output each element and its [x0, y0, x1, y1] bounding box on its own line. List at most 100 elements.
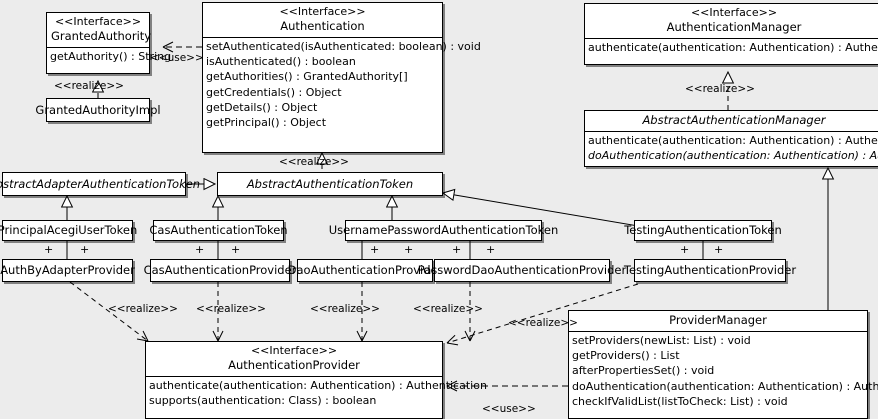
stereotype-label: <<Interface>> [250, 344, 338, 357]
edge-label-realize-testing-provider: <<realize>> [508, 317, 578, 329]
member-row: doAuthentication(authentication: Authent… [572, 379, 878, 393]
class-name-label: GrantedAuthority [51, 29, 152, 43]
class-granted-authority-impl[interactable]: GrantedAuthorityImpl [35, 98, 161, 122]
member-row: doAuthentication(authentication: Authent… [588, 149, 878, 163]
class-password-dao-authentication-provider[interactable]: PasswordDaoAuthenticationProvider [418, 259, 626, 282]
class-authentication[interactable]: <<Interface>> Authentication setAuthenti… [202, 2, 481, 153]
class-abstract-authentication-token[interactable]: AbstractAuthenticationToken [217, 172, 443, 196]
class-name-label: AuthenticationManager [666, 20, 802, 34]
member-row: authenticate(authentication: Authenticat… [149, 379, 487, 392]
member-row: setAuthenticated(isAuthenticated: boolea… [206, 40, 481, 53]
class-cas-authentication-provider[interactable]: CasAuthenticationProvider [144, 259, 297, 282]
class-provider-manager[interactable]: ProviderManager setProviders(newList: Li… [568, 310, 878, 419]
class-name-label: ProviderManager [669, 313, 767, 327]
class-name-label: AuthByAdapterProvider [0, 263, 135, 277]
member-row: checkIfValidList(listToCheck: List) : vo… [572, 394, 788, 408]
class-name-label: AbstractAdapterAuthenticationToken [0, 176, 201, 191]
class-header: AuthByAdapterProvider [0, 260, 135, 281]
stereotype-label: <<Interface>> [54, 15, 142, 28]
class-header: CasAuthenticationToken [149, 221, 287, 240]
member-row: supports(authentication: Class) : boolea… [149, 394, 377, 408]
multiplicity-marker: + [231, 243, 241, 256]
stereotype-label: <<Interface>> [690, 6, 778, 19]
edge-label-use-granted-authority: <<use>> [150, 52, 204, 64]
class-header: <<Interface>> GrantedAuthority [47, 13, 152, 48]
class-header: UsernamePasswordAuthenticationToken [329, 221, 558, 240]
class-name-label: CasAuthenticationProvider [143, 263, 297, 277]
class-members: authenticate(authentication: Authenticat… [585, 39, 878, 56]
class-dao-authentication-provider[interactable]: DaoAuthenticationProvider [288, 259, 443, 282]
edge-label-use-provider-manager: <<use>> [482, 403, 536, 415]
member-row: getPrincipal() : Object [206, 116, 327, 130]
class-name-label: PrincipalAcegiUserToken [0, 223, 138, 237]
class-header: TestingAuthenticationToken [624, 221, 782, 240]
class-abstract-adapter-authentication-token[interactable]: AbstractAdapterAuthenticationToken [0, 172, 200, 196]
member-row: afterPropertiesSet() : void [572, 364, 715, 378]
edge-label-realize-auth-by-adapter: <<realize>> [108, 303, 178, 315]
class-auth-by-adapter-provider[interactable]: AuthByAdapterProvider [0, 259, 135, 282]
class-header: DaoAuthenticationProvider [288, 260, 443, 281]
class-name-label: TestingAuthenticationToken [624, 223, 782, 237]
multiplicity-marker: + [680, 243, 690, 256]
class-name-label: AbstractAuthenticationManager [642, 113, 826, 127]
class-name-label: CasAuthenticationToken [149, 223, 288, 237]
class-header: AbstractAuthenticationManager [585, 111, 878, 132]
multiplicity-marker: + [486, 243, 496, 256]
class-granted-authority[interactable]: <<Interface>> GrantedAuthority getAuthor… [46, 12, 172, 74]
edge-label-realize-authentication-manager: <<realize>> [685, 83, 755, 95]
class-header: <<Interface>> AuthenticationManager [585, 4, 878, 39]
class-name-label: Authentication [280, 19, 365, 33]
class-header: <<Interface>> Authentication [203, 3, 442, 38]
class-members: authenticate(authentication: Authenticat… [585, 132, 878, 164]
class-members: setAuthenticated(isAuthenticated: boolea… [203, 38, 481, 131]
class-name-label: UsernamePasswordAuthenticationToken [328, 223, 559, 237]
edge-label-realize-authentication: <<realize>> [279, 156, 349, 168]
edge-label-realize-dao-provider: <<realize>> [310, 303, 380, 315]
member-row: getProviders() : List [572, 349, 680, 363]
edge-label-realize-password-dao-provider: <<realize>> [413, 303, 483, 315]
class-authentication-provider[interactable]: <<Interface>> AuthenticationProvider aut… [145, 341, 487, 419]
multiplicity-marker: + [452, 243, 462, 256]
class-members: getAuthority() : String [47, 48, 172, 65]
class-header: TestingAuthenticationProvider [624, 260, 796, 281]
member-row: getCredentials() : Object [206, 85, 342, 99]
stereotype-label: <<Interface>> [279, 5, 366, 18]
member-row: authenticate(authentication: Authenticat… [588, 134, 878, 147]
member-row: getDetails() : Object [206, 100, 318, 114]
member-row: authenticate(authentication: Authenticat… [588, 41, 878, 54]
class-name-label: DaoAuthenticationProvider [287, 263, 443, 277]
class-name-label: AbstractAuthenticationToken [246, 176, 414, 191]
edge-label-realize-granted-authority-impl: <<realize>> [54, 80, 124, 92]
member-row: getAuthorities() : GrantedAuthority[] [206, 70, 408, 84]
edge-label-realize-cas-provider: <<realize>> [196, 303, 266, 315]
class-testing-authentication-token[interactable]: TestingAuthenticationToken [624, 220, 782, 241]
class-name-label: PasswordDaoAuthenticationProvider [417, 263, 627, 277]
class-header: PrincipalAcegiUserToken [0, 221, 137, 240]
class-name-label: GrantedAuthorityImpl [35, 102, 161, 117]
class-testing-authentication-provider[interactable]: TestingAuthenticationProvider [624, 259, 796, 282]
class-header: ProviderManager [569, 311, 867, 332]
class-cas-authentication-token[interactable]: CasAuthenticationToken [149, 220, 288, 241]
class-header: GrantedAuthorityImpl [35, 99, 160, 121]
class-username-password-authentication-token[interactable]: UsernamePasswordAuthenticationToken [329, 220, 558, 241]
class-members: authenticate(authentication: Authenticat… [146, 377, 487, 409]
multiplicity-marker: + [714, 243, 724, 256]
multiplicity-marker: + [404, 243, 414, 256]
multiplicity-marker: + [44, 243, 54, 256]
member-row: getAuthority() : String [50, 50, 172, 63]
class-header: <<Interface>> AuthenticationProvider [146, 342, 442, 377]
class-name-label: TestingAuthenticationProvider [623, 263, 797, 277]
class-authentication-manager[interactable]: <<Interface>> AuthenticationManager auth… [584, 3, 878, 65]
class-principal-acegi-user-token[interactable]: PrincipalAcegiUserToken [0, 220, 137, 241]
multiplicity-marker: + [195, 243, 205, 256]
class-header: AbstractAuthenticationToken [218, 173, 442, 195]
member-row: setProviders(newList: List) : void [572, 334, 751, 347]
multiplicity-marker: + [80, 243, 90, 256]
class-header: CasAuthenticationProvider [144, 260, 297, 281]
member-row: isAuthenticated() : boolean [206, 55, 356, 69]
class-abstract-authentication-manager[interactable]: AbstractAuthenticationManager authentica… [584, 110, 878, 167]
class-header: PasswordDaoAuthenticationProvider [418, 260, 626, 281]
class-members: setProviders(newList: List) : void getPr… [569, 332, 878, 410]
multiplicity-marker: + [370, 243, 380, 256]
